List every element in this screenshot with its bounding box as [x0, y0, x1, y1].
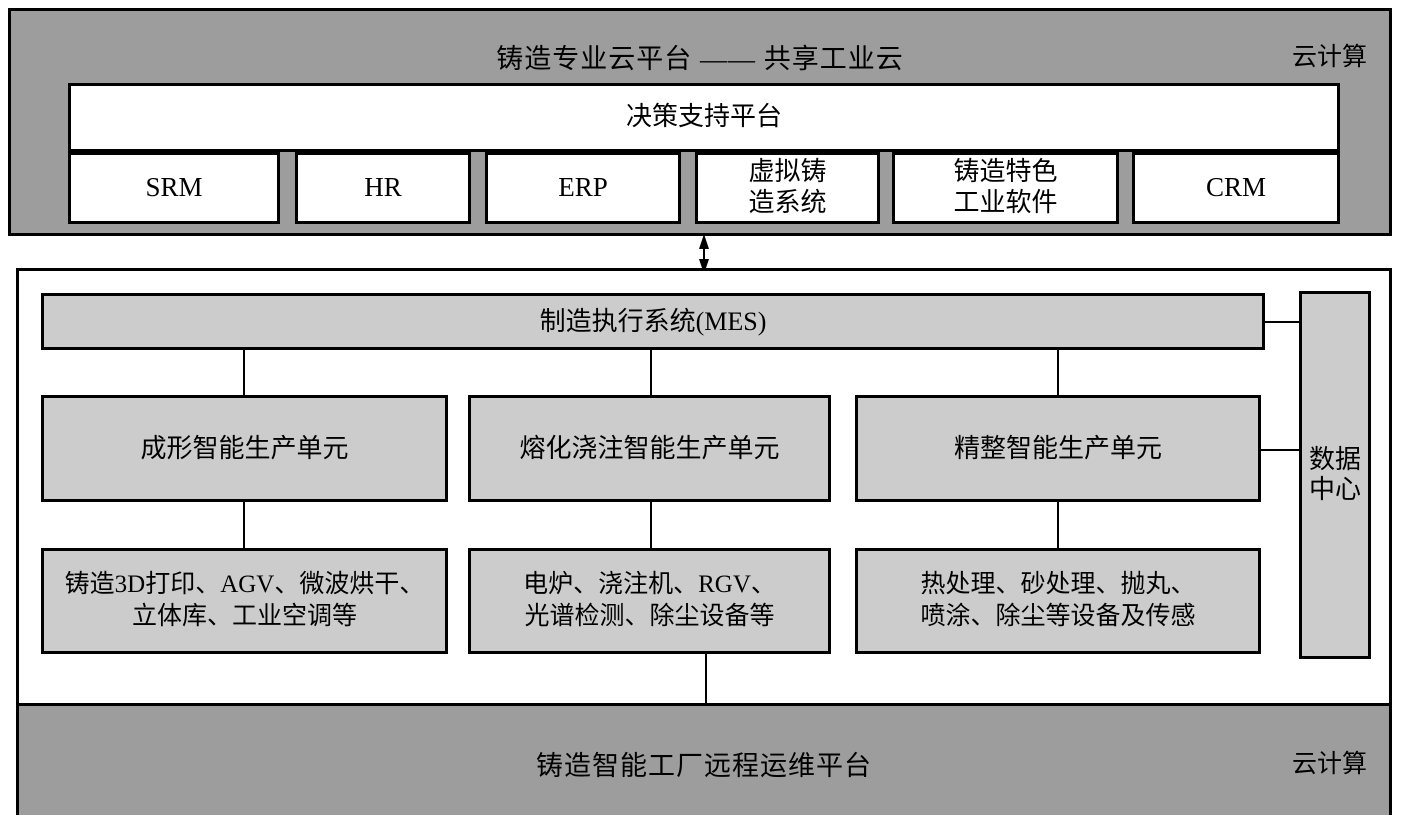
module-box-virtual-casting-system[interactable]: 虚拟铸造系统 [695, 152, 880, 224]
mes-label: 制造执行系统(MES) [539, 306, 767, 336]
decision-support-platform-label: 决策支持平台 [625, 102, 782, 132]
equipment-label-forming: 铸造3D打印、AGV、微波烘干、立体库、工业空调等 [64, 570, 425, 631]
decision-support-platform-box[interactable]: 决策支持平台 [68, 83, 1340, 152]
production-unit-box-finishing[interactable]: 精整智能生产单元 [855, 395, 1261, 502]
data-center-box[interactable]: 数据中心 [1299, 291, 1371, 659]
equipment-box-forming[interactable]: 铸造3D打印、AGV、微波烘干、立体库、工业空调等 [41, 548, 448, 654]
module-label-hr: HR [364, 172, 402, 203]
connector-mes-to-unit2 [650, 350, 652, 395]
module-box-casting-industrial-software[interactable]: 铸造特色工业软件 [892, 152, 1119, 224]
remote-ops-platform-bar: 铸造智能工厂远程运维平台 云计算 [19, 703, 1389, 815]
module-box-crm[interactable]: CRM [1132, 152, 1340, 224]
remote-ops-platform-label: 铸造智能工厂远程运维平台 [536, 751, 872, 781]
connector-mes-to-unit3 [1057, 350, 1059, 395]
cloud-computing-label-bottom: 云计算 [1291, 751, 1367, 778]
production-unit-label-finishing: 精整智能生产单元 [953, 433, 1162, 463]
connector-unit3-to-data-center [1261, 449, 1299, 451]
mes-box[interactable]: 制造执行系统(MES) [41, 293, 1265, 350]
connector-mes-to-unit1 [243, 350, 245, 395]
connector-unit2-to-equipment2 [650, 502, 652, 548]
module-label-srm: SRM [145, 172, 203, 203]
data-center-label: 数据中心 [1308, 445, 1361, 504]
connector-equipment2-to-remote-ops [705, 654, 707, 703]
connector-unit3-to-equipment3 [1057, 502, 1059, 548]
module-box-hr[interactable]: HR [295, 152, 471, 224]
module-label-casting-industrial-software: 铸造特色工业软件 [953, 157, 1058, 217]
module-label-erp: ERP [558, 172, 608, 203]
production-unit-box-melting-pouring[interactable]: 熔化浇注智能生产单元 [468, 395, 831, 502]
module-box-erp[interactable]: ERP [485, 152, 681, 224]
connector-mes-to-data-center [1265, 321, 1299, 323]
connector-unit1-to-equipment1 [243, 502, 245, 548]
production-unit-box-forming[interactable]: 成形智能生产单元 [41, 395, 448, 502]
module-box-srm[interactable]: SRM [68, 152, 280, 224]
module-label-virtual-casting-system: 虚拟铸造系统 [748, 157, 827, 217]
equipment-label-finishing: 热处理、砂处理、抛丸、喷涂、除尘等设备及传感 [920, 570, 1196, 631]
equipment-label-melting-pouring: 电炉、浇注机、RGV、光谱检测、除尘设备等 [523, 570, 776, 631]
cloud-computing-label-top: 云计算 [1291, 44, 1367, 71]
smart-factory-panel: 制造执行系统(MES) 数据中心 成形智能生产单元 熔化浇注智能生产单元 精整智… [16, 268, 1392, 815]
production-unit-label-forming: 成形智能生产单元 [140, 433, 349, 463]
bidirectional-connector-arrow [696, 234, 712, 274]
cloud-platform-title: 铸造专业云平台 —— 共享工业云 [496, 44, 904, 74]
module-label-crm: CRM [1205, 172, 1267, 203]
production-unit-label-melting-pouring: 熔化浇注智能生产单元 [519, 433, 780, 463]
equipment-box-finishing[interactable]: 热处理、砂处理、抛丸、喷涂、除尘等设备及传感 [855, 548, 1261, 654]
equipment-box-melting-pouring[interactable]: 电炉、浇注机、RGV、光谱检测、除尘设备等 [468, 548, 831, 654]
cloud-platform-panel: 铸造专业云平台 —— 共享工业云 云计算 决策支持平台 SRM HR ERP 虚… [8, 8, 1392, 236]
